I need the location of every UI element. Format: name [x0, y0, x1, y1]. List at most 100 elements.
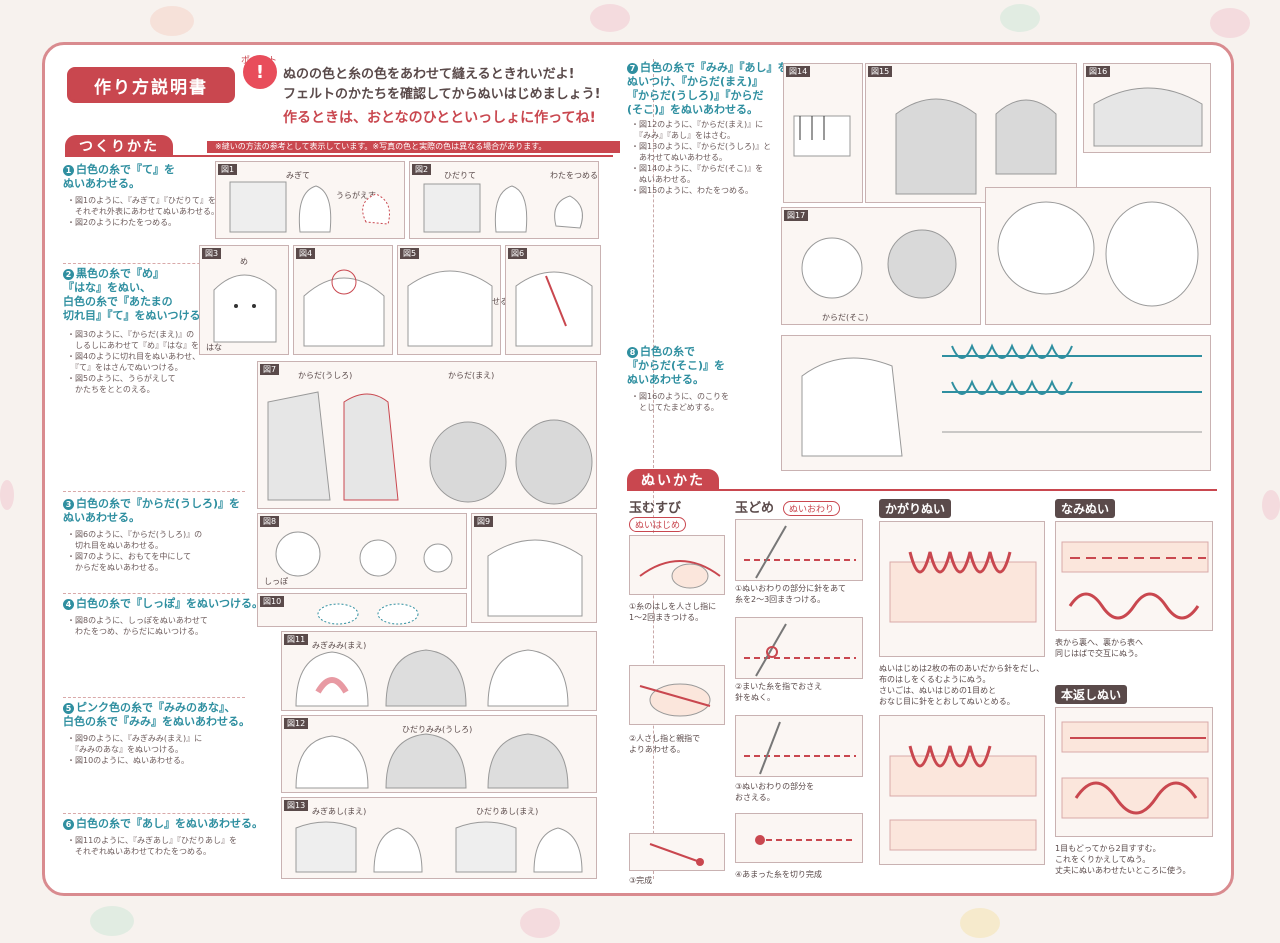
- body-sew-illustration: [398, 246, 502, 356]
- background-dot: [1210, 8, 1250, 38]
- step-text-4: ・図8のように、しっぽをぬいあわせて わたをつめ、からだにぬいつける。: [67, 615, 208, 637]
- stitch-figure: [879, 521, 1045, 657]
- felt-hand-illustration: [216, 162, 406, 240]
- step-title-text: 白色の糸で『あし』をぬいあわせる。: [76, 817, 263, 830]
- stitch-subtitle: ぬいおわり: [783, 501, 840, 516]
- figure-5: 図5 切れ目をぬいあわせる: [397, 245, 501, 355]
- background-dot: [90, 906, 134, 936]
- knot-illustration: [630, 834, 726, 872]
- step-divider: [63, 697, 245, 698]
- whip-stitch-illustration: [880, 716, 1046, 866]
- background-dot: [520, 908, 560, 938]
- figure-17: 図17 からだ(そこ): [781, 207, 981, 325]
- figure-14: 図14: [783, 63, 863, 203]
- step-number: 4: [63, 599, 74, 610]
- body-join-illustration: [258, 362, 598, 510]
- stitch-step: ②人さし指と親指で よりあわせる。: [629, 733, 700, 755]
- stuffing-illustration: [986, 188, 1212, 326]
- section-heading-sew: ぬいかた: [627, 469, 719, 491]
- step-title-6: 6白色の糸で『あし』をぬいあわせる。: [63, 817, 263, 831]
- stitch-figure: [735, 617, 863, 679]
- stitch-figure: [879, 715, 1045, 865]
- background-dot: [960, 908, 1000, 938]
- figure-19: [781, 335, 1211, 471]
- body-bottom-illustration: [782, 208, 982, 326]
- step-text-5: ・図9のように、『みぎみみ(まえ)』に 『みみのあな』をぬいつける。 ・図10の…: [67, 733, 202, 766]
- stitch-step: ②まいた糸を指でおさえ 針をぬく。: [735, 681, 822, 703]
- finished-knot-illustration: [736, 814, 864, 864]
- ear-slit-illustration: [506, 246, 602, 356]
- step-text-7: ・図12のように、『からだ(まえ)』に 『みみ』『あし』をはさむ。 ・図13のよ…: [631, 119, 771, 196]
- step-number: 1: [63, 165, 74, 176]
- figure-10: 図10: [257, 593, 467, 627]
- figure-9: 図9: [471, 513, 597, 623]
- needle-wrap-illustration: [736, 618, 864, 680]
- step-number: 6: [63, 819, 74, 830]
- tail-illustration: [258, 514, 468, 590]
- hint-text-warning: 作るときは、おとなのひとといっしょに作ってね!: [283, 107, 596, 127]
- needle-pull-illustration: [736, 716, 864, 778]
- whip-stitch-illustration: [880, 522, 1046, 658]
- figure-8: 図8 しっぽ: [257, 513, 467, 589]
- section-rule: [65, 155, 613, 157]
- stitch-text: 1目もどってから2目すすむ。 これをくりかえしてぬう。 丈夫にぬいあわせたいとこ…: [1055, 843, 1191, 876]
- stitch-figure: [629, 535, 725, 595]
- pin-body-illustration: [784, 64, 864, 204]
- stitch-figure: [735, 715, 863, 777]
- figure-11: 図11 みぎみみ(まえ): [281, 631, 597, 711]
- hint-text: ぬのの色と糸の色をあわせて縫えるときれいだよ!: [283, 63, 575, 82]
- closing-stitch-illustration: [782, 336, 1212, 472]
- stitch-step: ①糸のはしを人さし指に 1〜2回まきつける。: [629, 601, 716, 623]
- stitch-figure: [735, 519, 863, 581]
- stitch-step: ①ぬいおわりの部分に針をあて 糸を2〜3回まきつける。: [735, 583, 846, 605]
- step-text-1: ・図1のように、『みぎて』『ひだりて』を それぞれ外表にあわせてぬいあわせる。 …: [67, 195, 219, 228]
- stitch-step: ④あまった糸を切り完成: [735, 869, 822, 880]
- background-dot: [1000, 4, 1040, 32]
- backstitch-illustration: [1056, 708, 1214, 838]
- exclamation-icon: !: [243, 55, 277, 89]
- instruction-sheet: 作り方説明書 ポイント ! ぬのの色と糸の色をあわせて縫えるときれいだよ! フェ…: [42, 42, 1234, 896]
- stitch-subtitle: ぬいはじめ: [629, 517, 686, 532]
- step-title-text: ピンク色の糸で『みみのあな』、 白色の糸で『みみ』をぬいあわせる。: [63, 701, 250, 728]
- background-dot: [590, 4, 630, 32]
- figure-15: 図15: [865, 63, 1077, 203]
- step-number: 3: [63, 499, 74, 510]
- stitch-step: ③ぬいおわりの部分を おさえる。: [735, 781, 814, 803]
- background-dot: [0, 480, 14, 510]
- needle-wrap-illustration: [736, 520, 864, 582]
- stitch-figure: [735, 813, 863, 863]
- step-title-5: 5ピンク色の糸で『みみのあな』、 白色の糸で『みみ』をぬいあわせる。: [63, 701, 250, 729]
- foot-illustration: [282, 798, 598, 880]
- stitch-title-nami: なみぬい: [1055, 499, 1115, 518]
- step-title-2: 2黒色の糸で『め』 『はな』をぬい、 白色の糸で『あたまの 切れ目』『て』をぬい…: [63, 267, 212, 323]
- figure-13: 図13 みぎあし(まえ) ひだりあし(まえ): [281, 797, 597, 879]
- step-number: 8: [627, 347, 638, 358]
- step-text-6: ・図11のように、『みぎあし』『ひだりあし』を それぞれぬいあわせてわたをつめる…: [67, 835, 237, 857]
- step-divider: [63, 593, 245, 594]
- stitch-title-tamamusubi: 玉むすび: [629, 497, 681, 516]
- stitch-figure: [629, 833, 725, 871]
- step-divider: [63, 813, 245, 814]
- section-rule: [627, 489, 1217, 491]
- step-title-text: 黒色の糸で『め』 『はな』をぬい、 白色の糸で『あたまの 切れ目』『て』をぬいつ…: [63, 267, 212, 322]
- tail-stitch-illustration: [258, 594, 468, 628]
- step-number: 5: [63, 703, 74, 714]
- figure-3: 図3 め はな: [199, 245, 289, 355]
- background-dot: [150, 6, 194, 36]
- figure-16: 図16: [1083, 63, 1211, 153]
- ear-illustration: [282, 632, 598, 712]
- figure-12: 図12 ひだりみみ(うしろ): [281, 715, 597, 793]
- ear-illustration: [282, 716, 598, 794]
- step-title-text: 白色の糸で『しっぽ』をぬいつける。: [76, 597, 263, 610]
- step-divider: [63, 491, 245, 492]
- stitch-step: ③完成: [629, 875, 652, 886]
- figure-6: 図6: [505, 245, 601, 355]
- body-back-illustration: [472, 514, 598, 624]
- background-dot: [1262, 490, 1280, 520]
- stitch-figure: [1055, 521, 1213, 631]
- step-title-8: 8白色の糸で 『からだ(そこ)』を ぬいあわせる。: [627, 345, 725, 387]
